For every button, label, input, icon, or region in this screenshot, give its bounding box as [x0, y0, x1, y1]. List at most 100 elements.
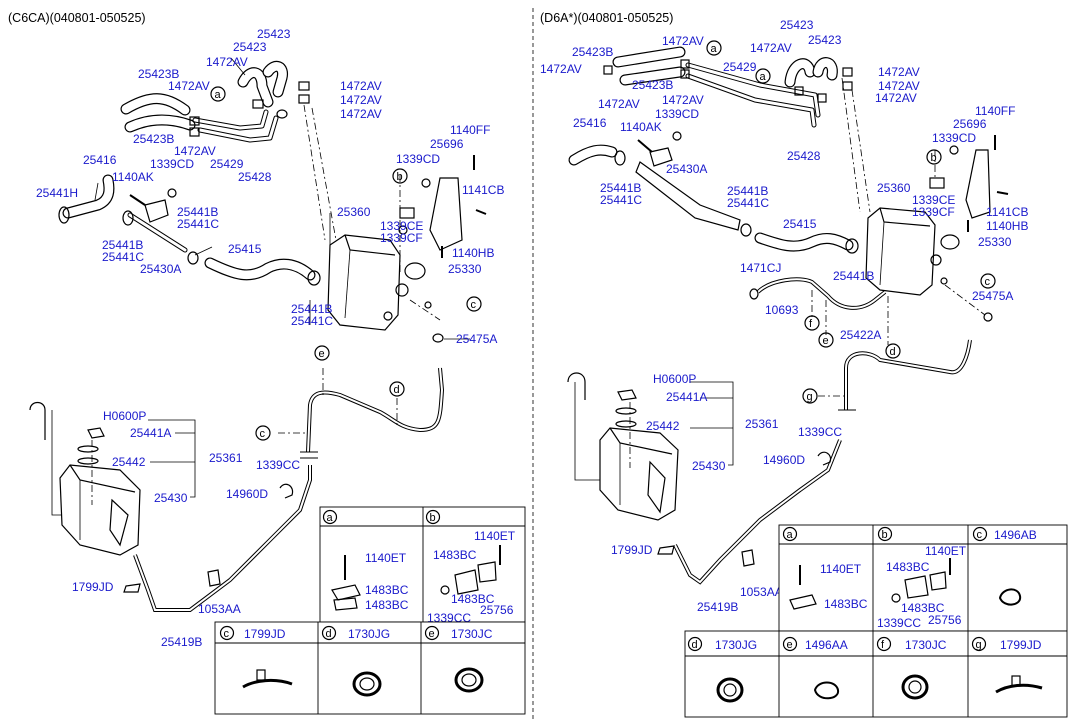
clamp-1472av [252, 99, 264, 109]
bolt-1140ak [129, 194, 146, 206]
label-25423: 25423 [808, 33, 842, 47]
bracket-b [399, 207, 415, 219]
label-1472av: 1472AV [168, 79, 210, 93]
clip-1483bc [333, 597, 358, 611]
table-letter-d: d [326, 628, 332, 640]
table-letter-c: c [977, 529, 983, 541]
right-parts-table: a b c 1496AB 1140ET 1483BC 1140ET 1483BC… [684, 524, 1068, 718]
label-1140et: 1140ET [925, 544, 967, 558]
label-1472av: 1472AV [750, 41, 792, 55]
label-25430: 25430 [154, 491, 188, 505]
callout-e: e [319, 348, 325, 360]
right-labels: 25423B 1472AV 1472AV 25423B 1472AV 1472A… [540, 18, 1028, 614]
label-25416: 25416 [573, 116, 607, 130]
label-25423: 25423 [233, 40, 267, 54]
right-callouts: a a b c f e d g [706, 40, 996, 404]
clamp-1472av [298, 81, 310, 91]
label-25475a: 25475A [972, 289, 1013, 303]
callout-a: a [760, 71, 767, 83]
clamp-25441b [307, 270, 321, 286]
left-callouts: a b c e d c [210, 86, 482, 441]
callout-c: c [471, 299, 477, 311]
callout-c: c [260, 428, 266, 440]
label-1140et: 1140ET [474, 529, 516, 543]
label-1472av: 1472AV [662, 93, 704, 107]
callout-d: d [394, 384, 400, 396]
hose-h0600p [29, 401, 46, 440]
label-1339cd: 1339CD [396, 152, 440, 166]
clamp-1496ab-icon [998, 588, 1022, 606]
table-letter-g: g [976, 639, 982, 651]
clamp-25441b [122, 210, 134, 226]
grommet-1730jg-icon [716, 677, 744, 703]
label-1339ce: 1339CE [380, 219, 423, 233]
label-1140ak: 1140AK [112, 170, 154, 184]
label-1799jd: 1799JD [611, 543, 653, 557]
clip-1799jd [657, 545, 675, 555]
label-1472av: 1472AV [878, 79, 920, 93]
label-25441c: 25441C [291, 314, 333, 328]
cap-25441a [87, 427, 105, 439]
reservoir-25360 [327, 234, 401, 331]
label-1472av: 1472AV [662, 34, 704, 48]
label-25360: 25360 [877, 181, 911, 195]
label-25422a: 25422A [840, 328, 881, 342]
label-1339cc: 1339CC [798, 425, 842, 439]
label-25330: 25330 [978, 235, 1012, 249]
label-1140ak: 1140AK [620, 120, 662, 134]
table-part-1496aa: 1496AA [805, 638, 848, 652]
clamp-1472av [276, 109, 288, 119]
label-25361: 25361 [745, 417, 779, 431]
label-25441c: 25441C [727, 196, 769, 210]
bracket-25696 [429, 177, 463, 251]
label-1472av: 1472AV [540, 62, 582, 76]
clip-1483bc [331, 584, 361, 601]
label-25419b: 25419B [697, 600, 738, 614]
reservoir-25430 [599, 427, 679, 521]
callout-f: f [809, 318, 813, 330]
label-25361: 25361 [209, 451, 243, 465]
label-1141cb: 1141CB [986, 205, 1028, 219]
nut-1339cd [421, 178, 431, 188]
table-part-1730jc: 1730JC [905, 638, 947, 652]
pipe-25430a [635, 161, 741, 231]
clip-1799jd [123, 583, 141, 593]
label-25441a: 25441A [130, 426, 171, 440]
clip-1799jd-icon [242, 678, 293, 689]
right-diagram [567, 46, 1009, 585]
label-25756: 25756 [480, 603, 514, 617]
label-1472av: 1472AV [878, 65, 920, 79]
label-25415: 25415 [783, 217, 817, 231]
label-1339cd: 1339CD [655, 107, 699, 121]
label-25419b: 25419B [161, 635, 202, 649]
label-25441b: 25441B [833, 269, 874, 283]
label-1799jd: 1799JD [72, 580, 114, 594]
callout-g: g [807, 391, 813, 403]
label-1053aa: 1053AA [198, 602, 241, 616]
callout-c: c [985, 276, 991, 288]
label-25415: 25415 [228, 242, 262, 256]
label-25441b: 25441B [727, 184, 768, 198]
label-25441a: 25441A [666, 390, 707, 404]
callout-b: b [931, 152, 937, 164]
label-1140et: 1140ET [365, 551, 407, 565]
table-letter-a: a [787, 529, 794, 541]
label-1140hb: 1140HB [986, 219, 1028, 233]
seal-25442 [77, 457, 99, 465]
label-1339cc: 1339CC [427, 611, 471, 625]
label-1339cd: 1339CD [932, 131, 976, 145]
right-section-header: (D6A*)(040801-050525) [540, 11, 673, 25]
label-1472av: 1472AV [875, 91, 917, 105]
label-25756: 25756 [928, 613, 962, 627]
label-1483bc: 1483BC [824, 597, 868, 611]
label-10693: 10693 [765, 303, 799, 317]
cap-25441a [617, 389, 637, 401]
label-25423b: 25423B [138, 67, 179, 81]
label-25330: 25330 [448, 262, 482, 276]
label-25441h: 25441H [36, 186, 78, 200]
table-letter-d: d [692, 639, 698, 651]
label-25441c: 25441C [600, 193, 642, 207]
clamp-1496aa-icon [813, 681, 840, 700]
label-1472av: 1472AV [340, 93, 382, 107]
hose-g [844, 339, 972, 410]
